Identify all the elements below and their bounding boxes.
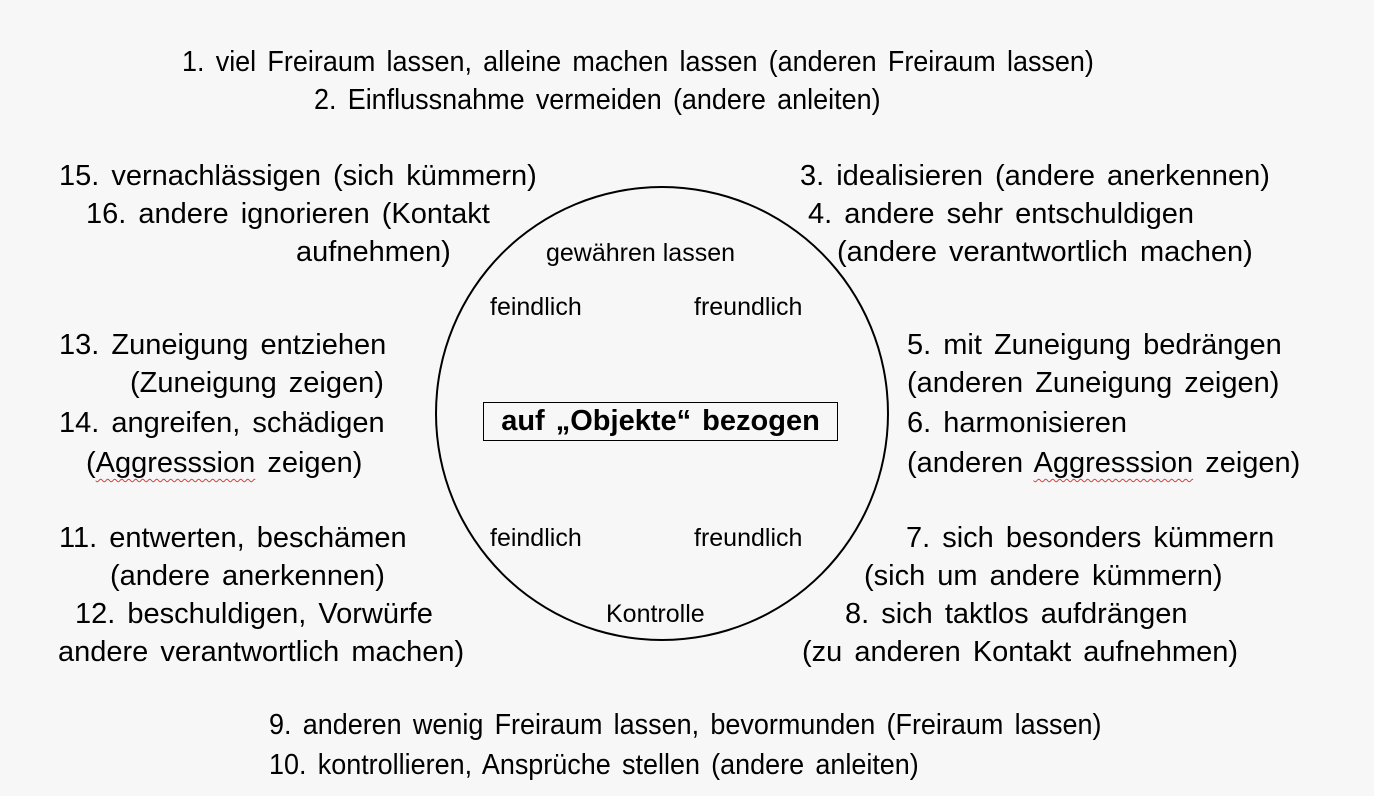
item-13-text-line1: 13. Zuneigung entziehen	[59, 329, 387, 361]
item-6-text-line1: 6. harmonisieren	[907, 407, 1127, 439]
circle-label-top: gewähren lassen	[546, 239, 736, 267]
item-13-text-line2: (Zuneigung zeigen)	[130, 367, 384, 399]
item-10-text: 10. kontrollieren, Ansprüche stellen (an…	[269, 749, 919, 781]
item-7-text-line2: (sich um andere kümmern)	[864, 560, 1223, 592]
item-4-text-line2: (andere verantwortlich machen)	[837, 236, 1253, 268]
item-16-text-line2: aufnehmen)	[296, 236, 451, 268]
item-12-text-line1: 12. beschuldigen, Vorwürfe	[75, 598, 433, 630]
item-4-text-line1: 4. andere sehr entschuldigen	[808, 198, 1195, 230]
item-12-text-line2: andere verantwortlich machen)	[58, 636, 465, 668]
item-11-text-line2: (andere anerkennen)	[110, 560, 385, 592]
text-fragment: (anderen	[907, 447, 1034, 479]
item-11-text-line1: 11. entwerten, beschämen	[59, 522, 407, 554]
item-8-text-line1: 8. sich taktlos aufdrängen	[845, 598, 1188, 630]
text-fragment: zeigen)	[1193, 447, 1301, 479]
circle-center-label: auf „Objekte“ bezogen	[483, 402, 838, 441]
item-3-text: 3. idealisieren (andere anerkennen)	[800, 160, 1270, 192]
spellcheck-marked-word: Aggresssion	[95, 447, 256, 479]
item-5-text-line1: 5. mit Zuneigung bedrängen	[907, 329, 1282, 361]
item-14-text-line1: 14. angreifen, schädigen	[59, 407, 385, 439]
spellcheck-marked-word: Aggresssion	[1033, 447, 1194, 479]
circle-label-upper-right: freundlich	[694, 293, 803, 321]
text-fragment: zeigen)	[255, 447, 363, 479]
item-5-text-line2: (anderen Zuneigung zeigen)	[907, 367, 1280, 399]
item-6-text-line2: (anderen Aggresssion zeigen)	[907, 444, 1300, 482]
item-15-text: 15. vernachlässigen (sich kümmern)	[59, 160, 537, 192]
item-14-text-line2: (Aggresssion zeigen)	[86, 444, 362, 482]
item-7-text-line1: 7. sich besonders kümmern	[906, 522, 1275, 554]
text-fragment: (	[86, 447, 96, 479]
relationship-circle	[435, 186, 889, 641]
item-9-text: 9. anderen wenig Freiraum lassen, bevorm…	[269, 709, 1102, 741]
item-16-text-line1: 16. andere ignorieren (Kontakt	[86, 198, 490, 230]
circle-label-lower-left: feindlich	[490, 524, 582, 552]
circle-label-bottom: Kontrolle	[606, 600, 705, 628]
circle-label-lower-right: freundlich	[694, 524, 803, 552]
item-2-text: 2. Einflussnahme vermeiden (andere anlei…	[314, 84, 881, 116]
circle-label-upper-left: feindlich	[490, 293, 582, 321]
item-8-text-line2: (zu anderen Kontakt aufnehmen)	[802, 636, 1238, 668]
item-1-text: 1. viel Freiraum lassen, alleine machen …	[182, 46, 1094, 78]
